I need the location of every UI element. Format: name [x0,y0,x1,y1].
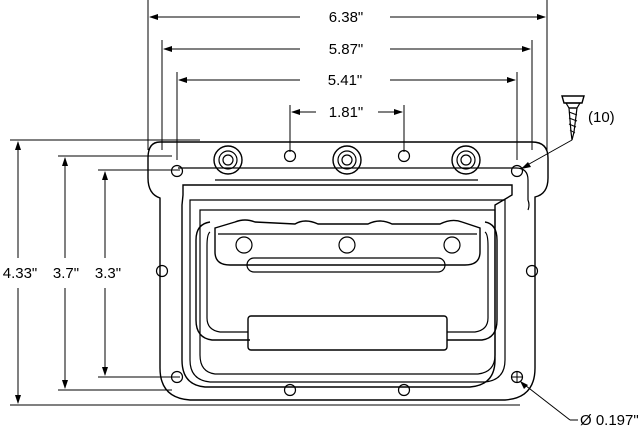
dim-inner-width-label: 5.41" [328,72,363,89]
diameter-leader [520,381,578,421]
dim-overall-height: 4.33" [3,139,520,406]
hinge-plate [214,219,481,273]
mounting-holes [155,149,539,397]
screw-count-label: (10) [588,109,615,126]
dim-mounting-height-label: 3.7" [53,265,79,282]
dim-inner-height: 3.3" [95,169,180,378]
dim-overall-width: 6.38" [147,0,548,150]
top-rivets [213,145,481,175]
dim-overall-height-label: 4.33" [3,265,38,282]
hole-diameter-label: Ø 0.197" [580,412,639,429]
dim-inner-height-label: 3.3" [95,265,121,282]
dim-mounting-width-label: 5.87" [329,41,364,58]
screw-icon [561,95,585,141]
handle-bail [195,221,498,351]
dim-mounting-height: 3.7" [53,155,172,391]
hole-crosshair [511,371,523,383]
screw-leader [521,139,573,169]
handle-plate [147,141,549,401]
dim-overall-width-label: 6.38" [329,9,364,26]
dim-hole-spacing-label: 1.81" [329,104,364,121]
hinge-rivets [235,236,461,254]
dim-mounting-width: 5.87" [161,40,533,150]
dim-hole-spacing: 1.81" [289,104,405,152]
dim-inner-width: 5.41" [176,72,518,160]
